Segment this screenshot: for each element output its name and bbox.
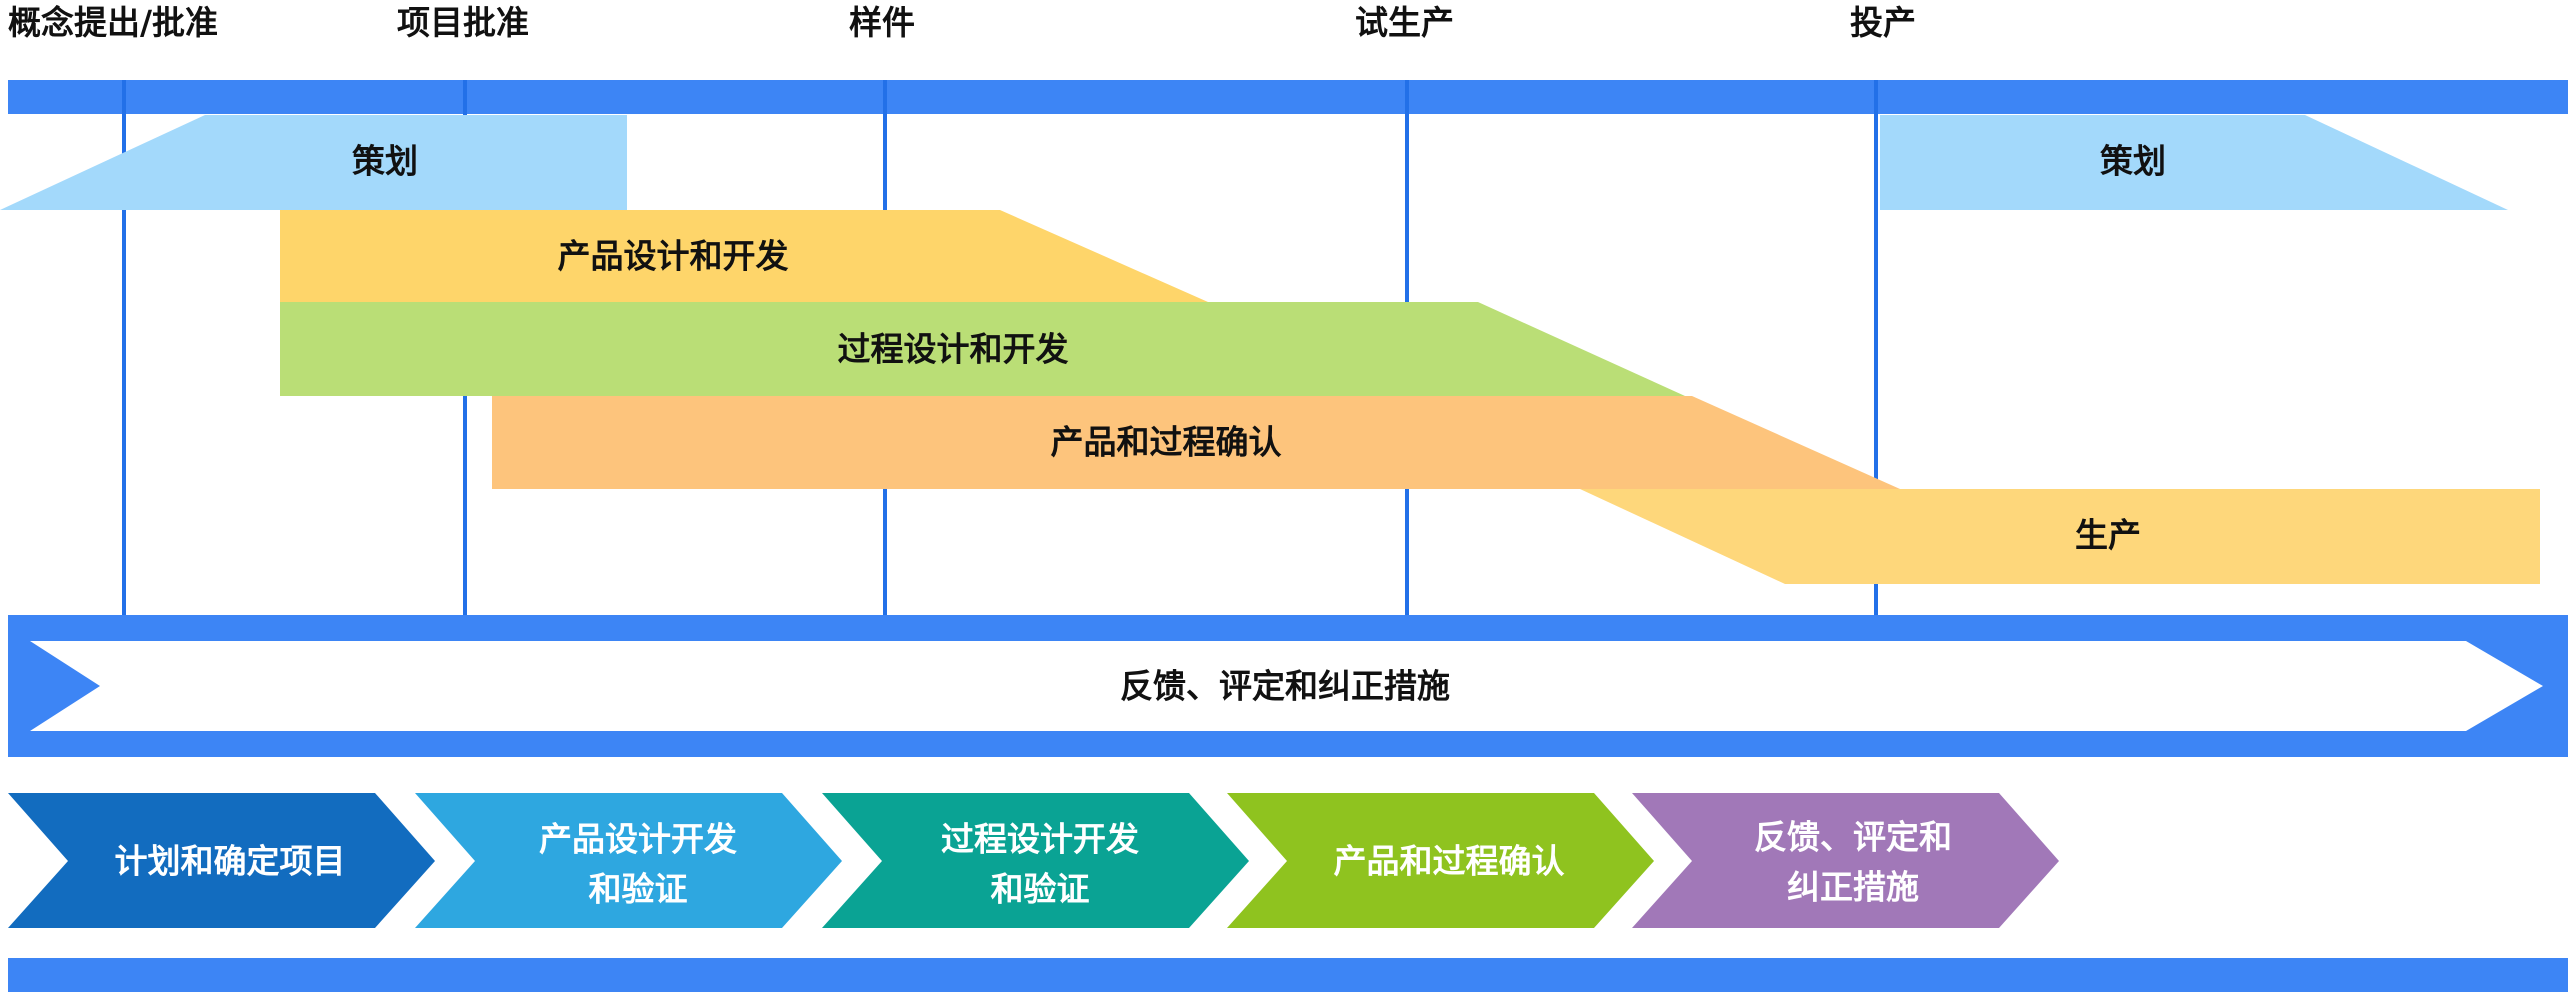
step-label-3-line-1: 过程设计开发: [941, 820, 1139, 859]
phase-label-validation: 产品和过程确认: [1051, 423, 1282, 462]
milestone-label-project: 项目批准: [397, 3, 529, 42]
phase-validation: [492, 396, 1900, 489]
step-labels: 计划和确定项目 产品设计开发 和验证 过程设计开发 和验证 产品和过程确认 反馈…: [115, 818, 1953, 909]
step-chevron-2: [415, 793, 842, 928]
milestone-labels: 概念提出/批准 项目批准 样件 试生产 投产: [8, 3, 1916, 42]
milestone-label-pilot: 试生产: [1355, 3, 1454, 42]
phase-process-design: [280, 302, 1685, 396]
step-label-2-line-1: 产品设计开发: [539, 820, 737, 859]
phase-planning-1: [0, 115, 627, 210]
phase-product-design: [280, 210, 1208, 302]
step-label-4: 产品和过程确认: [1334, 842, 1565, 881]
step-label-2-line-2: 和验证: [589, 870, 688, 909]
milestone-label-launch: 投产: [1850, 3, 1916, 42]
phase-label-production: 生产: [2075, 516, 2141, 555]
step-label-1: 计划和确定项目: [115, 842, 346, 881]
step-label-5-line-1: 反馈、评定和: [1754, 818, 1952, 857]
phase-label-process-design: 过程设计和开发: [838, 330, 1069, 369]
step-chevron-3: [822, 793, 1249, 928]
phase-label-product-design: 产品设计和开发: [558, 237, 789, 276]
milestone-label-concept: 概念提出/批准: [8, 3, 218, 42]
top-band: [8, 80, 2568, 114]
feedback-arrow: [30, 641, 2543, 731]
phase-label-planning-2: 策划: [2100, 142, 2166, 181]
phase-planning-2: [1880, 115, 2508, 210]
phase-production: [1580, 489, 2540, 584]
step-label-3-line-2: 和验证: [991, 870, 1090, 909]
step-chevron-5: [1632, 793, 2059, 928]
step-chevron-4: [1227, 793, 1654, 928]
step-chevron-1: [8, 793, 435, 928]
phase-labels: 策划 产品设计和开发 过程设计和开发 产品和过程确认 生产 策划: [352, 142, 2166, 555]
bottom-band: [8, 958, 2568, 992]
feedback-arrow-label: 反馈、评定和纠正措施: [1120, 667, 1450, 706]
phase-label-planning-1: 策划: [352, 142, 418, 181]
step-chevrons: [8, 793, 2059, 928]
milestone-line-concept: [122, 80, 126, 615]
milestone-line-launch: [1874, 80, 1878, 615]
milestone-label-prototype: 样件: [849, 3, 915, 42]
phase-bands: [0, 115, 2540, 584]
step-label-5-line-2: 纠正措施: [1787, 868, 1919, 907]
